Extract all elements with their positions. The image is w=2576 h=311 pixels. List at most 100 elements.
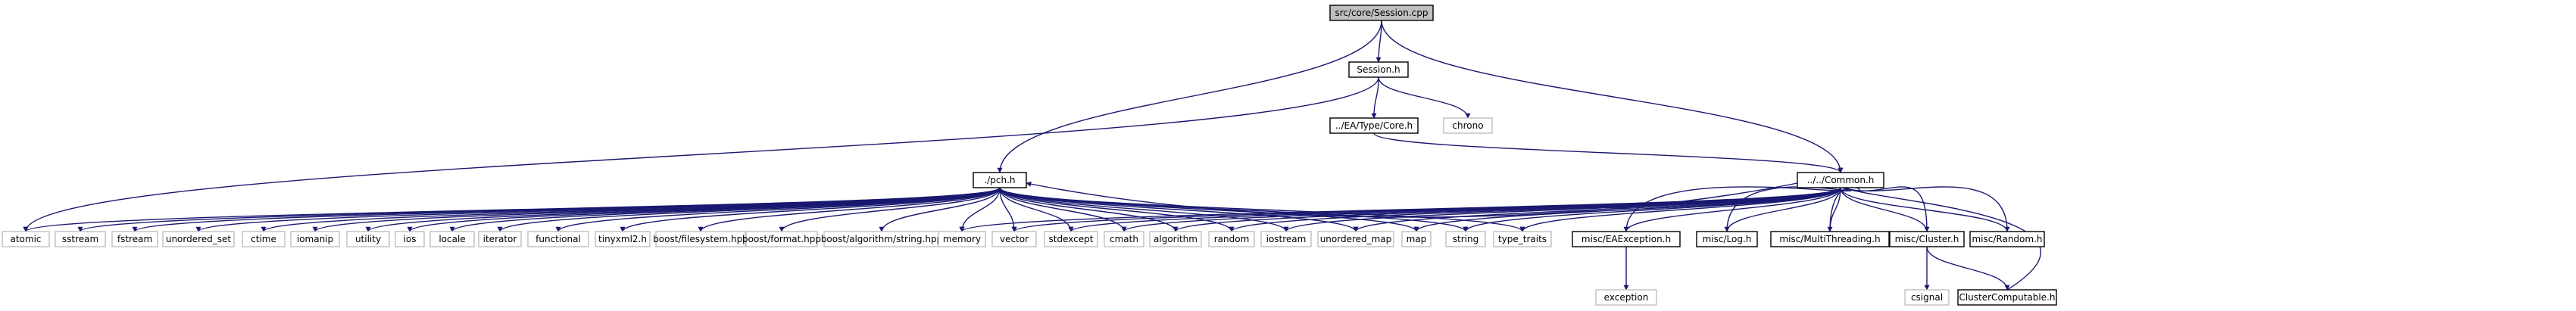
- edge-common_h-to-log_h: [1724, 187, 1841, 232]
- node-label: chrono: [1452, 120, 1483, 131]
- node-box: [111, 231, 158, 247]
- node-csignal: csignal: [1904, 289, 1950, 306]
- node-box: [1969, 231, 2045, 247]
- node-box: [55, 231, 106, 247]
- node-functional: functional: [527, 231, 589, 247]
- edge-common_h-to-iostream: [1283, 187, 1841, 232]
- node-boost-fs: boost/filesystem.hpp: [653, 231, 748, 247]
- node-label: boost/format.hpp: [742, 234, 821, 244]
- edge-session_h-to-atomic: [23, 76, 1379, 232]
- node-box: [1208, 231, 1255, 247]
- node-label: map: [1407, 234, 1427, 244]
- node-box: [1401, 231, 1432, 247]
- edge-common_h-to-cluster_h: [1840, 187, 1930, 232]
- edge-pch_h-to-algorithm: [999, 187, 1179, 232]
- node-label: iostream: [1266, 234, 1307, 244]
- node-exception: exception: [1595, 289, 1657, 306]
- node-stdexcept: stdexcept: [1044, 231, 1098, 247]
- edge-session_h-to-chrono: [1378, 76, 1471, 119]
- edge-cluster_h-to-common_h: [1843, 186, 1928, 232]
- node-label: atomic: [10, 234, 41, 244]
- node-multithreading[interactable]: misc/MultiThreading.h: [1770, 231, 1890, 247]
- node-type-traits: type_traits: [1493, 231, 1552, 247]
- node-core-h[interactable]: ../EA/Type/Core.h: [1329, 117, 1419, 134]
- edge-pch_h-to-utility: [365, 187, 1001, 232]
- node-session-h[interactable]: Session.h: [1348, 61, 1409, 78]
- node-label: cmath: [1110, 234, 1138, 244]
- node-label: vector: [1000, 234, 1029, 244]
- edge-cluster_comp-to-common_h: [1843, 186, 2041, 291]
- edge-common_h-to-unordered_map: [1353, 187, 1841, 232]
- edge-common_h-to-random: [1229, 187, 1841, 232]
- node-label: boost/filesystem.hpp: [653, 234, 748, 244]
- edge-pch_h-to-boost_algo: [879, 187, 1001, 232]
- node-random: random: [1208, 231, 1255, 247]
- node-label: ./pch.h: [984, 175, 1015, 185]
- node-box: [1493, 231, 1552, 247]
- node-label: memory: [943, 234, 981, 244]
- node-ios: ios: [395, 231, 425, 247]
- edge-common_h-to-string: [1463, 187, 1841, 232]
- node-box: [290, 231, 340, 247]
- edge-core_h-to-common_h: [1373, 132, 1844, 173]
- node-label: iterator: [483, 234, 517, 244]
- node-label: unordered_map: [1320, 234, 1392, 244]
- node-tinyxml2: tinyxml2.h: [595, 231, 651, 247]
- edge-pch_h-to-stdexcept: [999, 187, 1074, 232]
- node-label: ../../Common.h: [1807, 175, 1875, 185]
- node-label: type_traits: [1498, 234, 1547, 244]
- node-root[interactable]: src/core/Session.cpp: [1329, 5, 1434, 21]
- node-box: [1317, 231, 1394, 247]
- node-common-h[interactable]: ../../Common.h: [1797, 172, 1884, 188]
- edge-pch_h-to-iostream: [999, 187, 1289, 232]
- node-box: [346, 231, 390, 247]
- node-box: [242, 231, 286, 247]
- node-box: [1348, 61, 1409, 78]
- node-ctime: ctime: [242, 231, 286, 247]
- node-string: string: [1445, 231, 1486, 247]
- node-label: string: [1453, 234, 1478, 244]
- node-box: [1149, 231, 1202, 247]
- edge-pch_h-to-random: [999, 187, 1235, 232]
- edge-pch_h-to-unordered_map: [999, 187, 1359, 232]
- node-cmath: cmath: [1104, 231, 1144, 247]
- node-cluster-h[interactable]: misc/Cluster.h: [1889, 231, 1965, 247]
- node-box: [745, 231, 818, 247]
- node-sstream: sstream: [55, 231, 106, 247]
- node-unordered-set: unordered_set: [162, 231, 235, 247]
- node-box: [1797, 172, 1884, 188]
- node-box: [1329, 117, 1419, 134]
- node-ea-exception[interactable]: misc/EAException.h: [1572, 231, 1681, 247]
- edge-session_h-to-core_h: [1371, 76, 1379, 119]
- edge-pch_h-to-type_traits: [999, 187, 1525, 232]
- node-box: [1044, 231, 1098, 247]
- edge-common_h-to-random_h: [1840, 187, 2010, 232]
- node-random-h[interactable]: misc/Random.h: [1969, 231, 2045, 247]
- node-unordered-map: unordered_map: [1317, 231, 1394, 247]
- node-box: [1889, 231, 1965, 247]
- node-iomanip: iomanip: [290, 231, 340, 247]
- edge-pch_h-to-memory: [959, 187, 1001, 232]
- node-box: [973, 172, 1027, 188]
- node-label: csignal: [1911, 292, 1943, 303]
- edge-pch_h-to-functional: [555, 187, 1001, 232]
- node-map: map: [1401, 231, 1432, 247]
- node-label: misc/Cluster.h: [1895, 234, 1959, 244]
- edge-pch_h-to-unordered_set: [195, 187, 1001, 232]
- node-box: [527, 231, 589, 247]
- node-box: [478, 231, 522, 247]
- node-log-h[interactable]: misc/Log.h: [1696, 231, 1758, 247]
- node-label: locale: [439, 234, 465, 244]
- node-box: [1329, 5, 1434, 21]
- edge-common_h-to-pch_h: [1026, 181, 1798, 218]
- node-label: ios: [404, 234, 417, 244]
- node-label: ctime: [251, 234, 276, 244]
- edge-pch_h-to-cmath: [999, 187, 1127, 232]
- node-cluster-comp[interactable]: ClusterComputable.h: [1957, 289, 2057, 306]
- node-label: misc/Log.h: [1703, 234, 1752, 244]
- edge-pch_h-to-iomanip: [312, 187, 1001, 232]
- node-pch-h[interactable]: ./pch.h: [973, 172, 1027, 188]
- node-label: functional: [535, 234, 581, 244]
- node-label: iomanip: [297, 234, 333, 244]
